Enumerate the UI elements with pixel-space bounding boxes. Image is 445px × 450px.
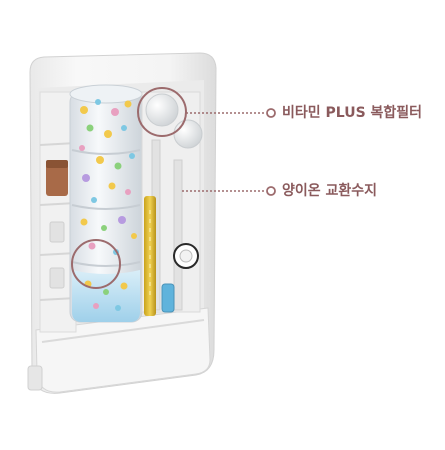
- ion-exchange-highlight: [71, 239, 121, 289]
- ion-exchange-label: 양이온 교환수지: [282, 183, 378, 199]
- vitamin-filter-cartridge: [69, 84, 143, 323]
- ring-node-icon: [266, 108, 276, 118]
- ring-node-icon: [266, 186, 276, 196]
- vitamin-filter-highlight: [137, 87, 187, 137]
- vitamin-filter-label: 비타민 PLUS 복합필터: [282, 105, 423, 121]
- ion-exchange-module: [141, 91, 203, 316]
